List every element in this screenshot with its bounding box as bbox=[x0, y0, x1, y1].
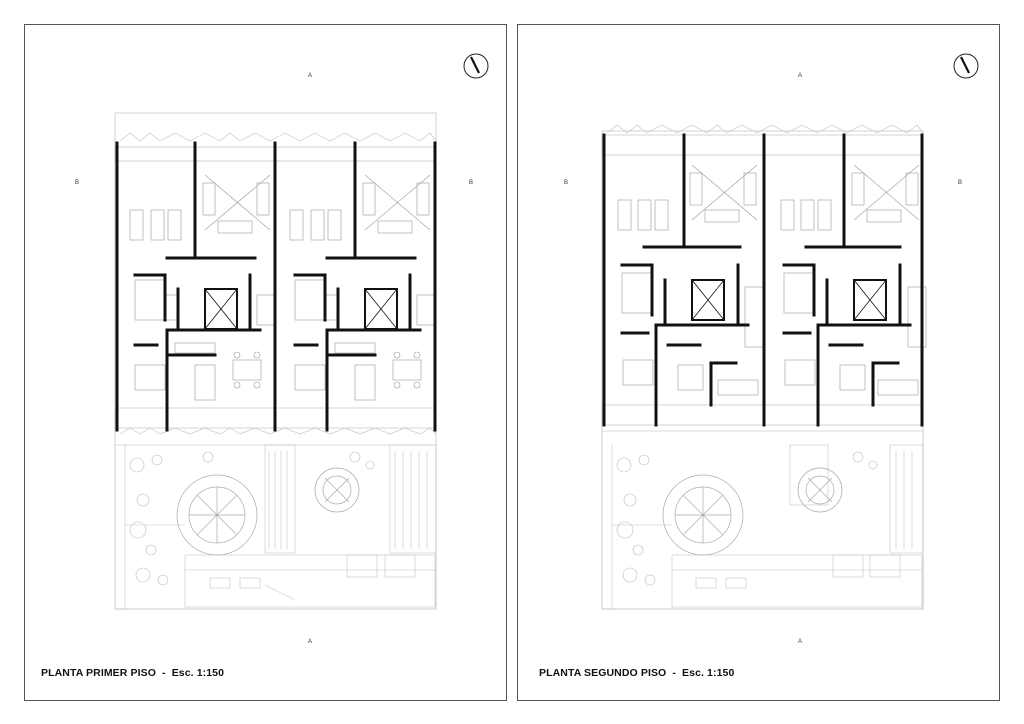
sheet-title-second-floor: PLANTA SEGUNDO PISO - Esc. 1:150 bbox=[539, 667, 734, 679]
wall-layer bbox=[602, 133, 924, 427]
section-marker-a-bottom: A bbox=[308, 639, 313, 645]
plan-title: PLANTA SEGUNDO PISO bbox=[539, 667, 667, 679]
title-separator: - bbox=[162, 667, 166, 679]
shrub-icon bbox=[129, 451, 375, 586]
section-marker-b-left: B bbox=[75, 180, 80, 186]
roof-edge-bottom bbox=[119, 427, 437, 435]
section-marker-a-top: A bbox=[798, 73, 803, 79]
section-marker-b-left: B bbox=[564, 180, 569, 186]
plan-scale: Esc. 1:150 bbox=[171, 667, 225, 679]
title-separator: - bbox=[672, 667, 676, 679]
sheet-title-first-floor: PLANTA PRIMER PISO - Esc. 1:150 bbox=[41, 667, 224, 679]
plan-scale: Esc. 1:150 bbox=[682, 667, 735, 679]
landscape-layer bbox=[601, 430, 924, 610]
floor-plan-sheet-second-floor: A A B B PLANTA SEGUNDO PISO - Esc. 1:150 bbox=[517, 24, 1000, 701]
roof-edge-top bbox=[606, 124, 924, 134]
section-marker-a-top: A bbox=[308, 73, 313, 79]
landscape-layer bbox=[114, 444, 437, 610]
first-floor-plan-drawing bbox=[114, 53, 489, 610]
tree-icon bbox=[797, 467, 843, 513]
plan-title: PLANTA PRIMER PISO bbox=[41, 667, 156, 679]
roof-edge-top bbox=[119, 132, 437, 142]
wall-layer bbox=[115, 141, 437, 432]
section-marker-a-bottom: A bbox=[798, 639, 803, 645]
section-marker-b-right: B bbox=[958, 180, 963, 186]
furniture-layer bbox=[617, 164, 927, 396]
tree-icon bbox=[314, 467, 360, 513]
tree-icon bbox=[662, 474, 744, 556]
north-arrow-icon bbox=[953, 53, 979, 79]
second-floor-plan-drawing bbox=[601, 53, 979, 610]
tree-icon bbox=[176, 474, 258, 556]
section-marker-b-right: B bbox=[469, 180, 474, 186]
furniture-layer bbox=[129, 174, 436, 401]
floor-plan-sheet-first-floor: A A B B PLANTA PRIMER PISO - Esc. 1:150 bbox=[24, 24, 507, 701]
shrub-icon bbox=[616, 451, 878, 586]
north-arrow-icon bbox=[463, 53, 489, 79]
